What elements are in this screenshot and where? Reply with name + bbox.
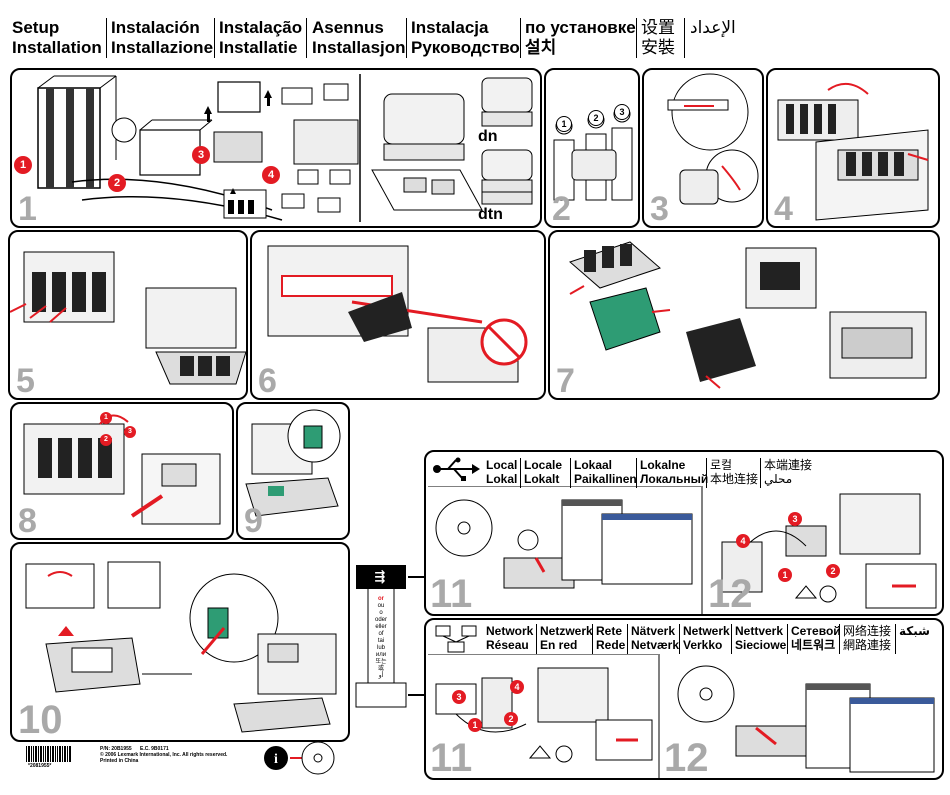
step-9-panel: 9 [236, 402, 350, 540]
remove-cartridges-illustration [10, 251, 246, 385]
header-col-2: Instalação Installatie [219, 18, 303, 57]
info-cd-icon: i [264, 741, 335, 775]
step-number: 12 [664, 736, 709, 780]
callout-1: 1 [14, 156, 32, 174]
step-number: 4 [774, 190, 793, 228]
header-col-6: 设置 安裝 [641, 18, 675, 57]
divider [106, 18, 107, 58]
barcode [26, 746, 71, 762]
model-dn-label: dn [478, 128, 498, 145]
step-6-panel: 6 [250, 230, 546, 400]
network-symbol-icon [435, 625, 477, 653]
barcode-number: *2081955* [28, 763, 52, 769]
install-photoconductor-illustration [569, 241, 927, 389]
header-col-1: Instalación Installazione [111, 18, 214, 57]
step-8-panel: 1 2 3 8 [10, 402, 234, 540]
callout-4: 4 [262, 166, 280, 184]
callout-3: 3 [452, 690, 466, 704]
step-2-panel: 1 2 3 2 [544, 68, 640, 228]
step-number: 10 [18, 698, 63, 742]
step-1-panel: 1 2 3 4 dn dtn 1 [10, 68, 542, 228]
load-paper-illustration [25, 561, 337, 733]
step-number: 11 [430, 572, 473, 616]
step-5-panel: 5 [8, 230, 248, 400]
tray-guide-illustration [245, 409, 341, 517]
callout-2: 2 [100, 434, 112, 446]
divider [520, 18, 521, 58]
divider [306, 18, 307, 58]
step-number: 8 [18, 502, 37, 540]
callout-2: 2 [826, 564, 840, 578]
step-7-panel: 7 [548, 230, 940, 400]
divider [636, 18, 637, 58]
step-number: 3 [650, 190, 669, 228]
step-number: 9 [244, 502, 263, 540]
or-words: or ou o oder eller of tai lub или 또는 或 أ… [374, 596, 387, 679]
step-10-panel: 10 [10, 542, 350, 742]
header-col-0: Setup Installation [12, 18, 102, 57]
person-2: 2 [588, 110, 604, 126]
local-install-illustration [428, 486, 937, 614]
close-door-illustration [23, 414, 221, 525]
callout-3: 3 [124, 426, 136, 438]
callout-3: 3 [192, 146, 210, 164]
ec-number: E.C. 9B0171 [140, 746, 169, 752]
callout-2: 2 [504, 712, 518, 726]
callout-4: 4 [736, 534, 750, 548]
network-install-illustration [428, 654, 935, 778]
svg-text:i: i [274, 752, 278, 767]
divider [214, 18, 215, 58]
callout-4: 4 [510, 680, 524, 694]
header-col-7: الإعداد [690, 18, 736, 37]
step-3-panel: 3 [642, 68, 764, 228]
usb-symbol-icon [433, 457, 480, 481]
model-dtn-label: dtn [478, 206, 503, 223]
connection-choice-connector [355, 565, 432, 708]
callout-3: 3 [788, 512, 802, 526]
step-number: 7 [556, 362, 575, 400]
step-number: 12 [708, 572, 753, 616]
open-top-cover-illustration [777, 83, 929, 221]
step-number: 1 [18, 190, 37, 228]
callout-1: 1 [468, 718, 482, 732]
remove-tape-illustration [667, 73, 759, 205]
header-col-4: Instalacja Руководство [411, 18, 520, 57]
person-3: 3 [614, 104, 630, 120]
step-number: 2 [552, 190, 571, 228]
header-col-3: Asennus Installasjon [312, 18, 406, 57]
step-4-panel: 4 [766, 68, 940, 228]
callout-1: 1 [100, 412, 112, 424]
usb-icon: ⇶ [374, 569, 386, 584]
divider [406, 18, 407, 58]
part-number: P/N: 20B1955 [100, 746, 132, 752]
callout-1: 1 [778, 568, 792, 582]
callout-2: 2 [108, 174, 126, 192]
remove-packing-illustration [267, 245, 528, 383]
step-number: 5 [16, 362, 35, 400]
header-col-5: по установке 설치 [525, 18, 636, 57]
person-1: 1 [556, 116, 572, 132]
printed-in: Printed in China [100, 758, 139, 764]
unpack-illustration [37, 74, 533, 222]
step-number: 11 [430, 736, 473, 780]
divider [684, 18, 685, 58]
step-number: 6 [258, 362, 277, 400]
copyright: © 2006 Lexmark International, Inc. All r… [100, 752, 228, 758]
